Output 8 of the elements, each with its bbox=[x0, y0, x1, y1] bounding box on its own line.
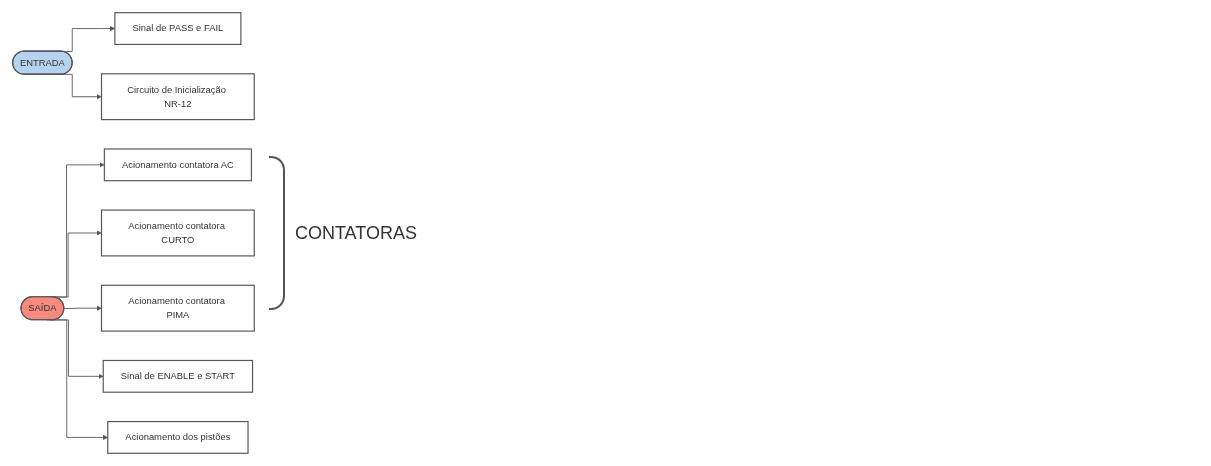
node-box: Acionamento contatora CURTO bbox=[100, 209, 255, 257]
node-box: Acionamento contatora PIMA bbox=[100, 284, 255, 332]
node-box: Circuito de Inicialização NR-12 bbox=[100, 73, 255, 121]
node-box: Acionamento contatora AC bbox=[103, 148, 252, 182]
bracket-label: CONTATORAS bbox=[294, 222, 417, 244]
node-box: Sinal de ENABLE e START bbox=[102, 359, 254, 393]
node-box: Sinal de PASS e FAIL bbox=[114, 12, 242, 45]
node-box: Acionamento dos pistões bbox=[107, 420, 249, 454]
